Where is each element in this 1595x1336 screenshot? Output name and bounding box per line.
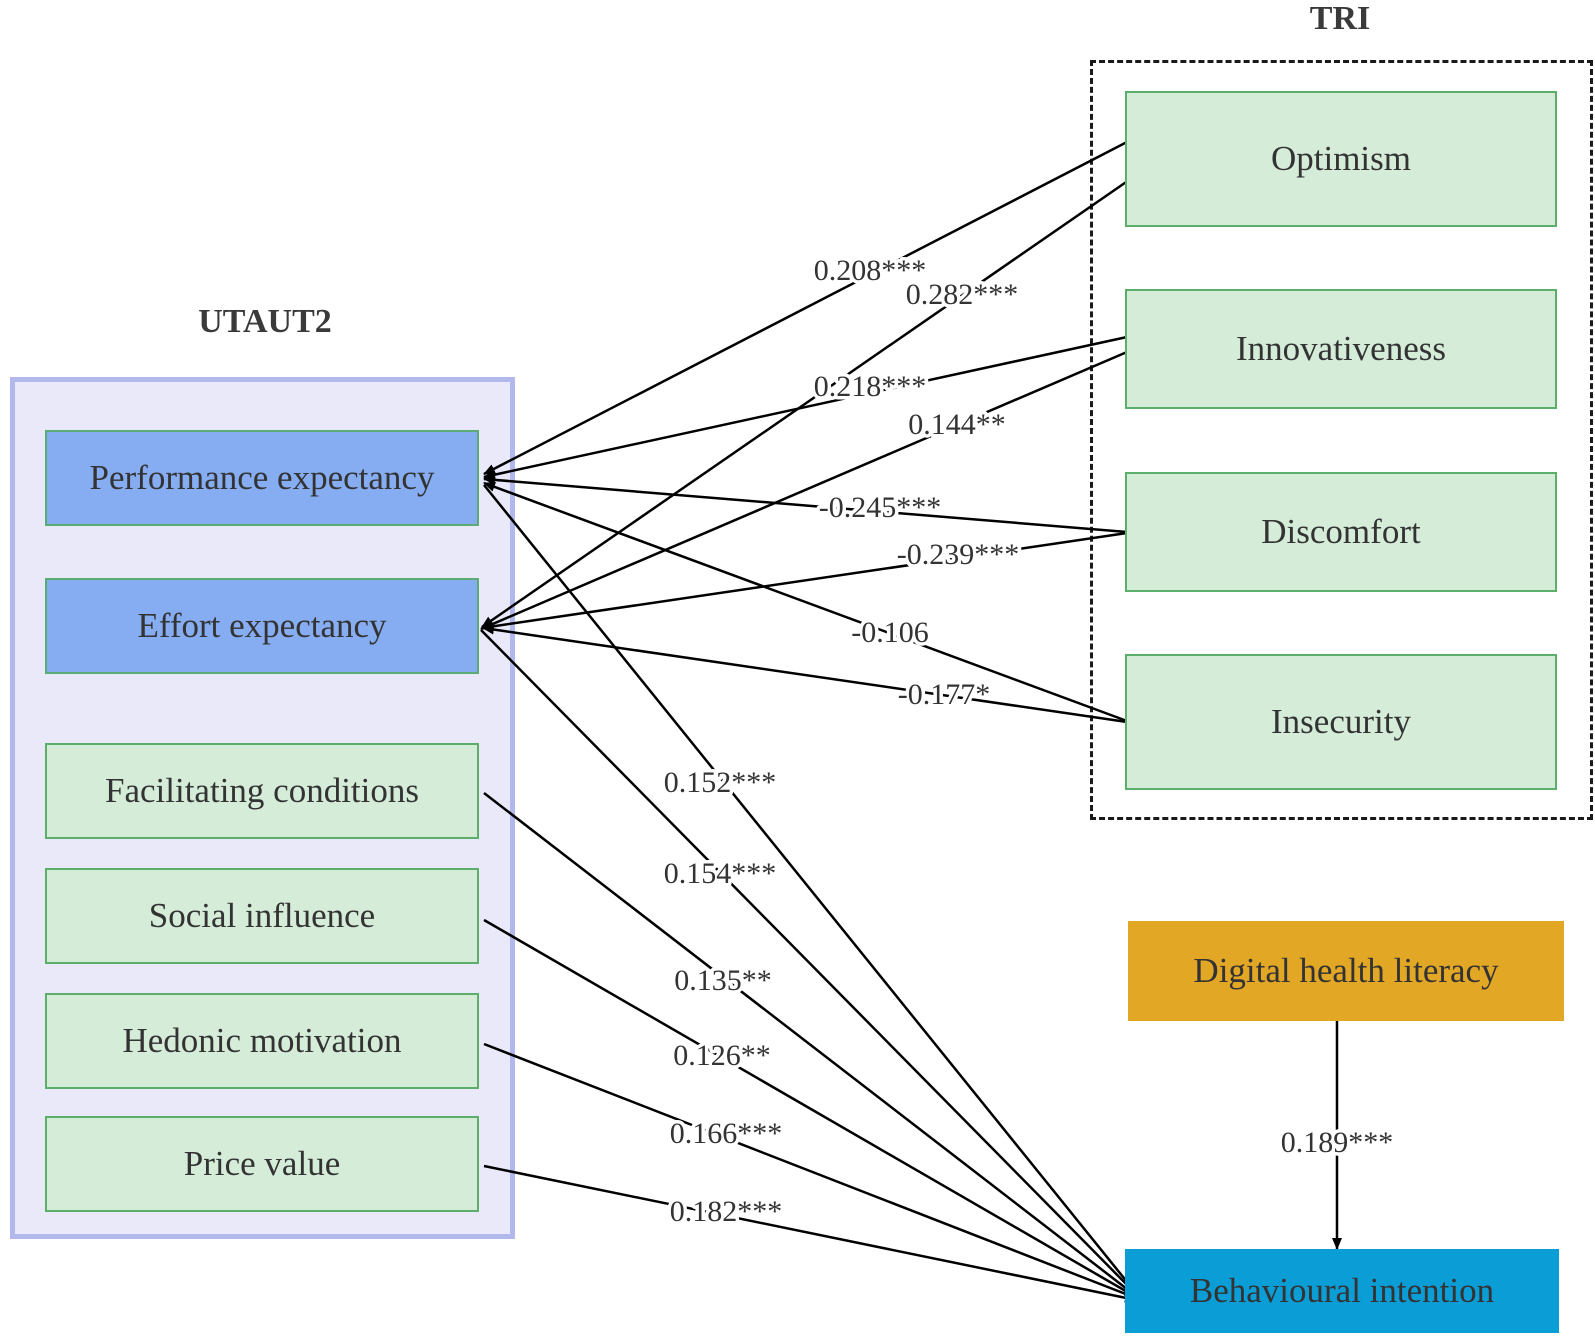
- path-label-halo: 0.152***: [664, 766, 777, 799]
- path-arrow-insecurity-to-performance-expectancy: [483, 481, 1128, 723]
- path-arrow-performance-expectancy-to-behavioural-intention: [483, 484, 1137, 1294]
- tri-group-title: TRI: [1309, 0, 1371, 37]
- path-arrow-insecurity-to-effort-expectancy: [482, 624, 1128, 724]
- path-label-halo: 0.144**: [908, 408, 1006, 441]
- path-coefficient-label: -0.106: [851, 616, 929, 649]
- path-arrow-facilitating-conditions-to-behavioural-intention: [483, 792, 1137, 1297]
- tri-group-panel: [1090, 60, 1593, 820]
- path-coefficient-label: -0.177*: [898, 678, 991, 711]
- path-arrow-optimism-to-performance-expectancy: [483, 140, 1128, 476]
- path-arrow-innovativeness-to-effort-expectancy: [480, 350, 1128, 631]
- path-label-halo: 0.218***: [814, 370, 927, 403]
- utaut2-group-title: UTAUT2: [198, 303, 332, 340]
- path-coefficient-label: 0.152***: [664, 766, 777, 799]
- social-influence-node: Social influence: [45, 868, 479, 964]
- path-coefficient-label: 0.144**: [908, 408, 1006, 441]
- path-coefficient-label: 0.166***: [670, 1117, 783, 1150]
- facilitating-conditions-node: Facilitating conditions: [45, 743, 479, 839]
- path-label-halo: 0.126**: [673, 1039, 771, 1072]
- price-value-node: Price value: [45, 1116, 479, 1212]
- path-coefficient-label: 0.135**: [674, 964, 772, 997]
- path-coefficient-label: 0.154***: [664, 857, 777, 890]
- path-arrow-discomfort-to-performance-expectancy: [483, 474, 1128, 534]
- path-label-halo: -0.239***: [897, 538, 1020, 571]
- performance-expectancy-node: Performance expectancy: [45, 430, 479, 526]
- innovativeness-node: Innovativeness: [1125, 289, 1557, 409]
- path-coefficient-label: 0.282***: [906, 278, 1019, 311]
- path-arrow-optimism-to-effort-expectancy: [481, 176, 1133, 629]
- path-arrow-discomfort-to-effort-expectancy: [481, 531, 1128, 632]
- path-coefficient-label: 0.182***: [670, 1195, 783, 1228]
- path-label-halo: -0.106: [851, 616, 929, 649]
- behavioural-intention-node: Behavioural intention: [1125, 1249, 1559, 1333]
- discomfort-node: Discomfort: [1125, 472, 1557, 592]
- path-coefficient-label: -0.245***: [819, 491, 942, 524]
- path-coefficient-label: 0.126**: [673, 1039, 771, 1072]
- path-label-halo: -0.177*: [898, 678, 991, 711]
- path-label-halo: 0.208***: [814, 254, 927, 287]
- path-arrow-effort-expectancy-to-behavioural-intention: [480, 629, 1137, 1295]
- insecurity-node: Insecurity: [1125, 654, 1557, 790]
- path-coefficient-label: 0.218***: [814, 370, 927, 403]
- path-label-halo: 0.282***: [906, 278, 1019, 311]
- path-arrow-hedonic-motivation-to-behavioural-intention: [483, 1042, 1137, 1300]
- hedonic-motivation-node: Hedonic motivation: [45, 993, 479, 1089]
- path-arrow-price-value-to-behavioural-intention: [483, 1164, 1137, 1303]
- path-coefficient-label: -0.239***: [897, 538, 1020, 571]
- path-label-halo: -0.245***: [819, 491, 942, 524]
- path-coefficient-label: 0.189***: [1281, 1126, 1394, 1159]
- digital-health-literacy-node: Digital health literacy: [1128, 921, 1564, 1021]
- effort-expectancy-node: Effort expectancy: [45, 578, 479, 674]
- optimism-node: Optimism: [1125, 91, 1557, 227]
- path-label-halo: 0.135**: [674, 964, 772, 997]
- path-label-halo: 0.154***: [664, 857, 777, 890]
- path-arrow-innovativeness-to-performance-expectancy: [483, 335, 1128, 480]
- path-label-halo: 0.189***: [1281, 1126, 1394, 1159]
- path-arrow-social-influence-to-behavioural-intention: [483, 918, 1137, 1299]
- path-label-halo: 0.182***: [670, 1195, 783, 1228]
- path-coefficient-label: 0.208***: [814, 254, 927, 287]
- path-label-halo: 0.166***: [670, 1117, 783, 1150]
